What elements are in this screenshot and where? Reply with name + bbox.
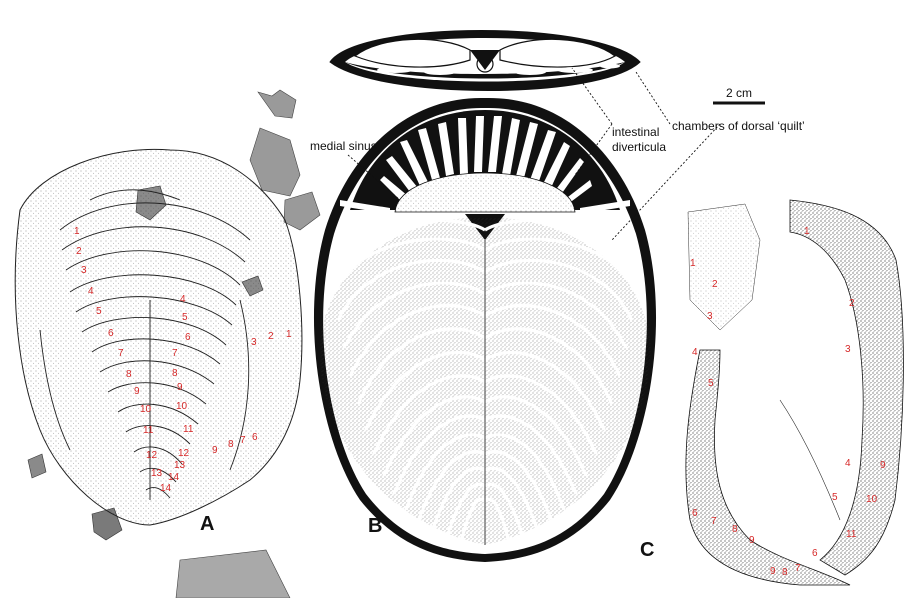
segment-number: 11 [183,424,194,435]
segment-number: 2 [849,298,855,309]
panel-label-c: C [640,539,654,561]
segment-number: 8 [126,369,132,380]
segment-number: 5 [182,312,188,323]
segment-number: 5 [708,378,714,389]
specimen-c: 1 2 3 4 5 6 7 8 9 9 1 2 3 4 5 11 10 9 6 … [640,200,903,585]
rock-fragment [284,192,320,230]
scale-label: 2 cm [726,86,752,100]
segment-number: 12 [178,448,190,459]
segment-number: 4 [88,286,94,297]
segment-number: 14 [168,472,180,483]
segment-number: 7 [795,563,801,574]
segment-number: 5 [832,492,838,503]
segment-number: 9 [134,386,140,397]
segment-number: 3 [845,344,851,355]
rock-fragment [258,90,296,118]
segment-number: 11 [143,425,154,436]
segment-number: 7 [711,516,717,527]
segment-number: 10 [176,401,188,412]
segment-number: 5 [96,306,102,317]
segment-number: 8 [732,524,738,535]
segment-number: 1 [74,226,80,237]
segment-number: 13 [151,468,163,479]
segment-number: 4 [180,294,186,305]
label-medial-sinus: medial sinus [310,139,377,153]
segment-number: 3 [81,265,87,276]
segment-number: 4 [845,458,851,469]
rock-fragment [176,550,290,598]
segment-number: 10 [140,404,152,415]
segment-number: 8 [172,368,178,379]
segment-number: 6 [108,328,114,339]
segment-number: 6 [252,432,258,443]
specimen-a: 1 2 3 4 5 6 7 8 9 10 11 12 13 14 4 5 6 7… [15,90,320,598]
label-diverticula: diverticula [612,140,666,154]
reconstruction-b: B [300,31,670,563]
segment-number: 9 [177,382,183,393]
label-intestinal: intestinal [612,125,659,139]
segment-number: 9 [880,460,886,471]
segment-number: 7 [172,348,178,359]
panel-label-b: B [368,515,382,537]
segment-number: 6 [692,508,698,519]
segment-number: 1 [286,329,292,340]
segment-number: 7 [240,435,246,446]
segment-number: 9 [212,445,218,456]
segment-number: 8 [228,439,234,450]
segment-number: 7 [118,348,124,359]
segment-number: 2 [76,246,82,257]
segment-number: 6 [185,332,191,343]
segment-number: 12 [146,450,158,461]
segment-number: 6 [812,548,818,559]
specimen-c-fragment-top [688,204,760,330]
cross-section [330,31,640,91]
segment-number: 8 [782,567,788,578]
segment-number: 4 [692,347,698,358]
segment-number: 10 [866,494,878,505]
segment-number: 2 [268,331,274,342]
segment-number: 1 [804,226,810,237]
rock-fragment [28,454,46,478]
segment-number: 13 [174,460,186,471]
segment-number: 11 [846,529,857,540]
segment-number: 9 [770,566,776,577]
segment-number: 3 [251,337,257,348]
panel-label-a: A [200,513,214,535]
label-chambers: chambers of dorsal ‘quilt’ [672,119,805,133]
segment-number: 2 [712,279,718,290]
segment-number: 3 [707,311,713,322]
segment-number: 14 [160,483,172,494]
specimen-c-right-arc [790,200,903,575]
segment-number: 1 [690,258,696,269]
segment-number: 9 [749,535,755,546]
